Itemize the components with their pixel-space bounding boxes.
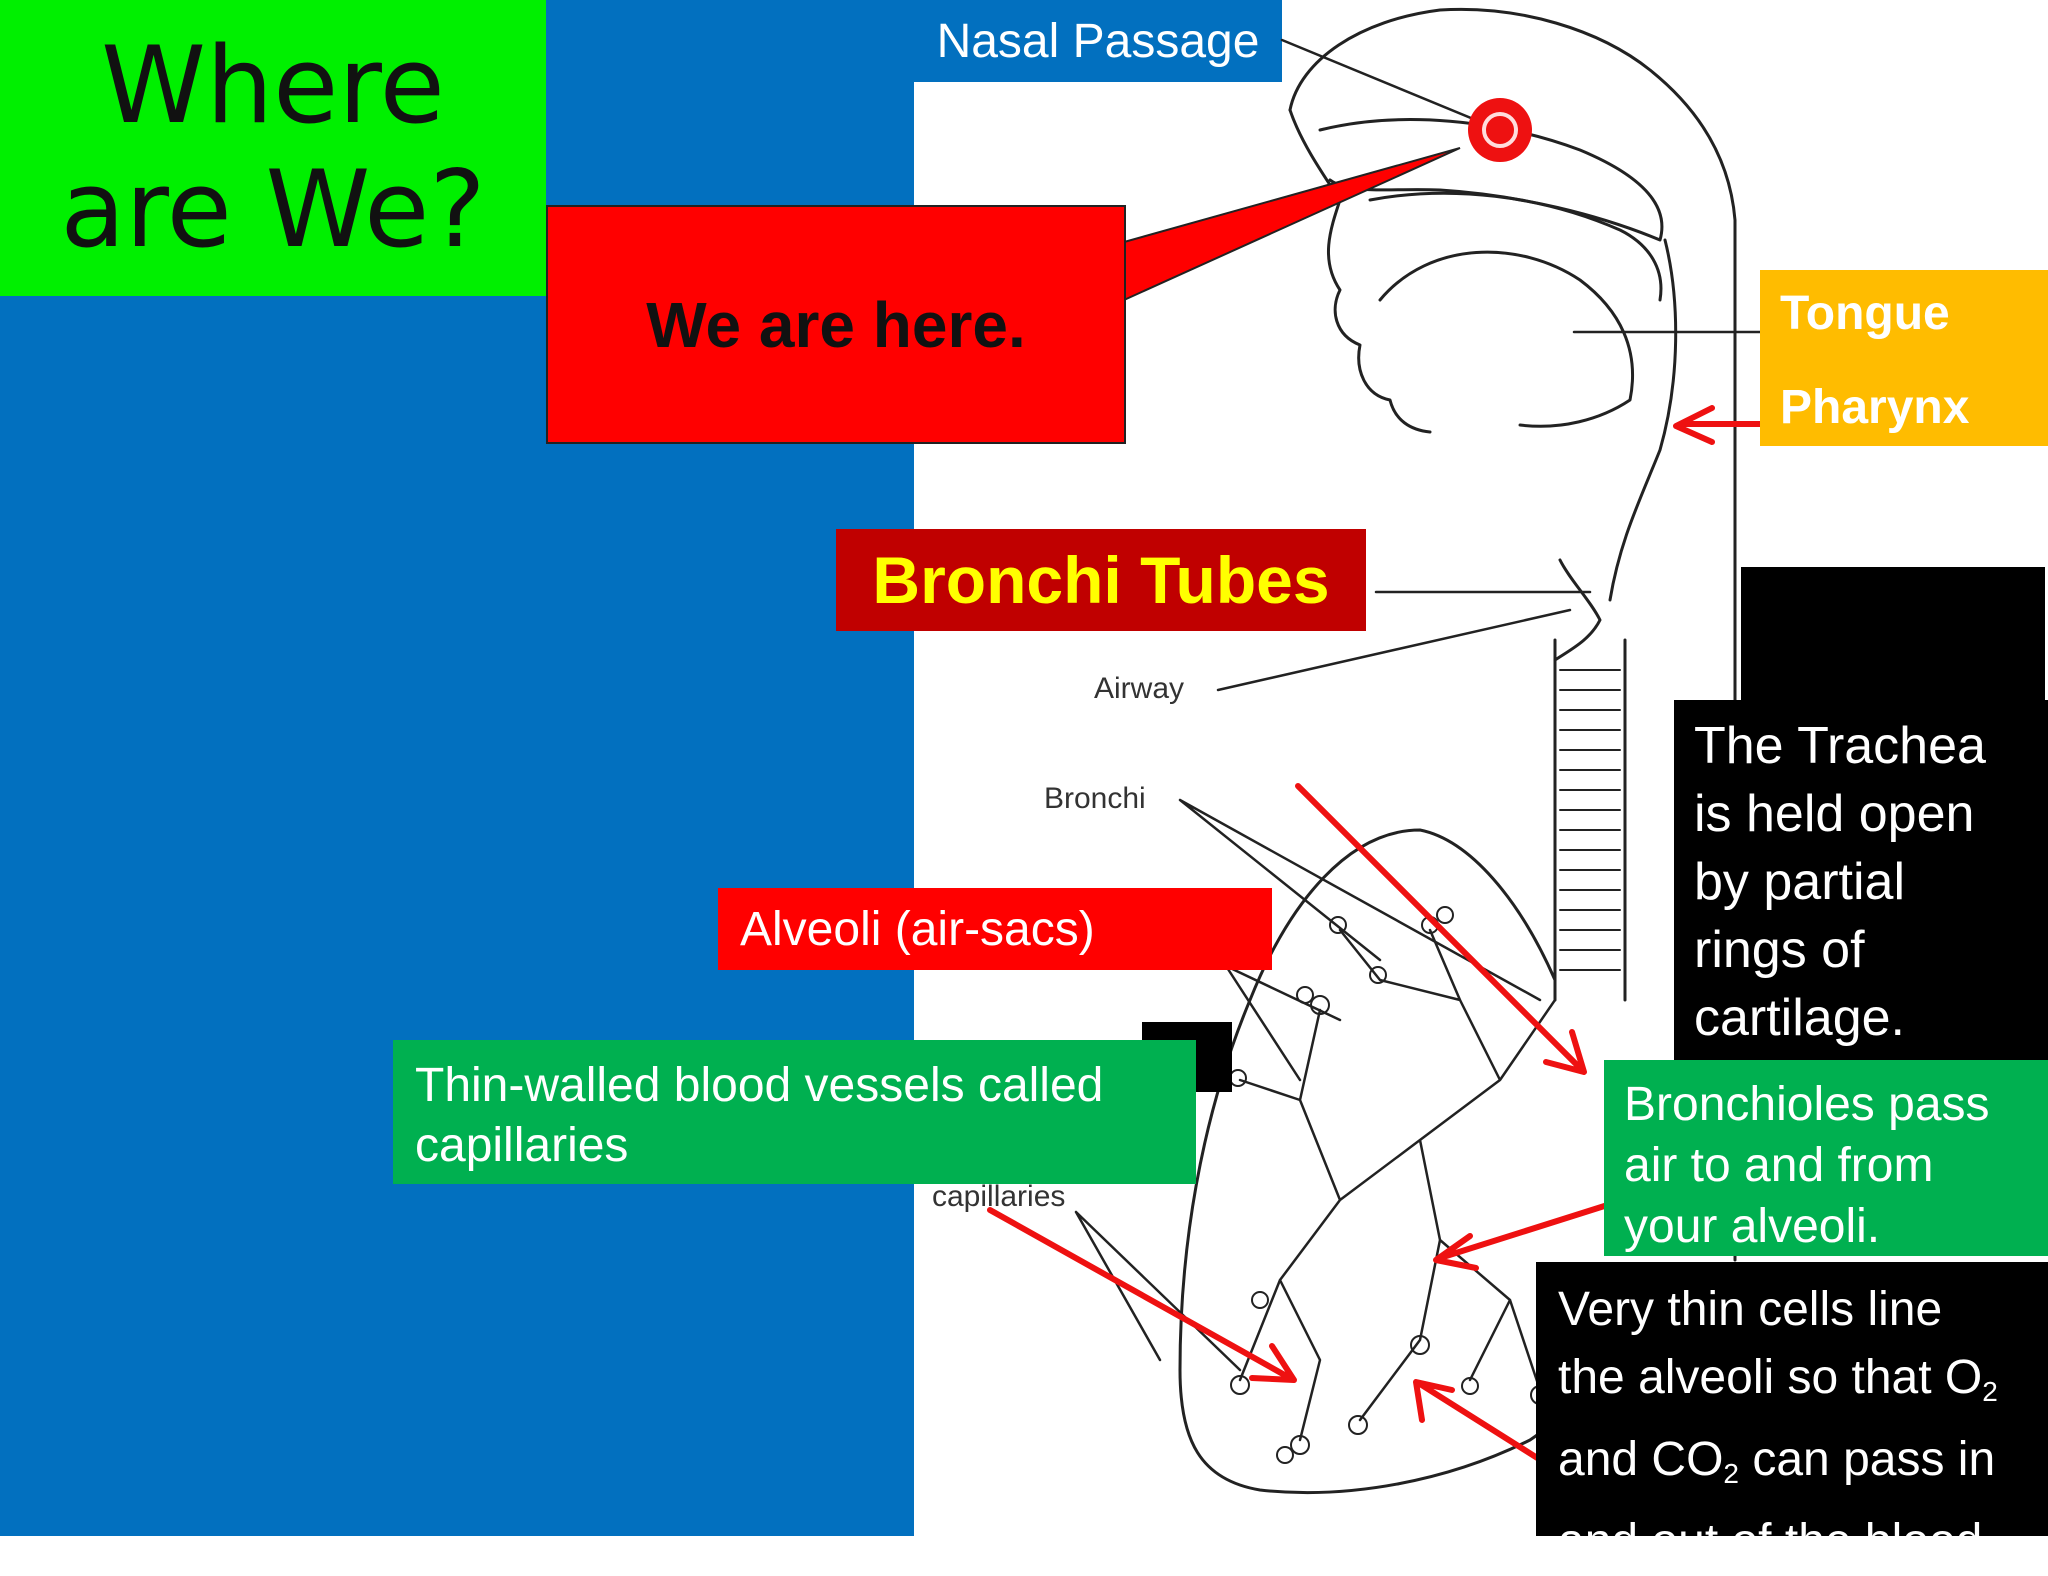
alveoli-pointer-lines [1224,964,1342,1082]
face-outline [1288,108,1432,434]
larynx [1553,558,1602,662]
location-marker-icon [1468,98,1532,162]
head-outline [1288,7,1737,1262]
trachea-line: is held open [1694,785,1975,843]
title-line-2: are We? [60,148,486,271]
capillaries-diagram-label: capillaries [932,1180,1065,1213]
capillaries-pointer-lines [1074,1210,1242,1372]
title-line-1: Where [101,24,445,147]
pharynx-wall [1608,238,1678,602]
tongue-label: Tongue [1780,287,1950,340]
trachea-line: The Trachea [1694,717,1986,775]
tongue-shape [1378,250,1635,428]
bronchi-label: Bronchi [1044,782,1146,815]
nasal-passage-callout: Nasal Passage [914,0,1282,82]
thin-cells-line-2: the alveoli so that O2 [1558,1351,1998,1407]
bronchioles-line: air to and from [1624,1139,1934,1192]
bronchi-tubes-callout: Bronchi Tubes [836,529,1366,631]
bronchioles-arrow [1433,1193,1639,1271]
trachea-line: by partial [1694,853,1905,911]
nasal-pointer-line [1280,38,1502,132]
bronchi-tubes-label: Bronchi Tubes [872,543,1330,617]
nasal-cavity [1318,118,1664,242]
bronchioles-line: your alveoli. [1624,1200,1881,1253]
alveoli-label: Alveoli (air-sacs) [740,902,1095,956]
trachea-callout: The Trachea is held open by partial ring… [1674,700,2048,1062]
thin-cells-arrow [1413,1379,1553,1469]
trachea-rings [1559,669,1621,971]
bronchioles-line: Bronchioles pass [1624,1078,1990,1131]
thin-cells-line-1: Very thin cells line [1558,1283,1943,1336]
airway-pointer-line [1216,608,1572,692]
we-are-here-label: We are here. [646,288,1026,361]
nasal-passage-label: Nasal Passage [936,14,1260,68]
trachea-arrow [1295,783,1587,1075]
capillaries-arrow [987,1207,1297,1383]
trachea-line: rings of [1694,921,1865,979]
bronchial-tree [1238,928,1557,1442]
trachea-line: cartilage. [1694,989,1905,1047]
capillaries-callout: Thin-walled blood vessels called capilla… [393,1040,1196,1184]
black-block-top-right [1741,567,2045,707]
thin-cells-line-4: and out of the blood. [1558,1515,1996,1568]
thin-cells-callout: Very thin cells line the alveoli so that… [1536,1262,2048,1568]
palate [1368,191,1663,302]
blue-background-top [914,0,1282,82]
thin-cells-line-3: and CO2 can pass in [1558,1433,1996,1489]
respiratory-system-diagram: Airway Bronchi capillaries [932,7,1813,1495]
speech-bubble-tail [1123,147,1461,302]
airway-label: Airway [1094,672,1184,705]
capillaries-line-1: Thin-walled blood vessels called [415,1059,1104,1112]
capillaries-line-2: capillaries [415,1119,629,1172]
pharynx-label: Pharynx [1780,381,1970,434]
we-are-here-callout: We are here. [546,205,1126,444]
alveoli-callout: Alveoli (air-sacs) [718,888,1272,970]
bronchioles-callout: Bronchioles pass air to and from your al… [1604,1060,2048,1256]
tongue-pharynx-callout: Tongue Pharynx [1760,270,2048,446]
lung-outline [1178,828,1577,1495]
